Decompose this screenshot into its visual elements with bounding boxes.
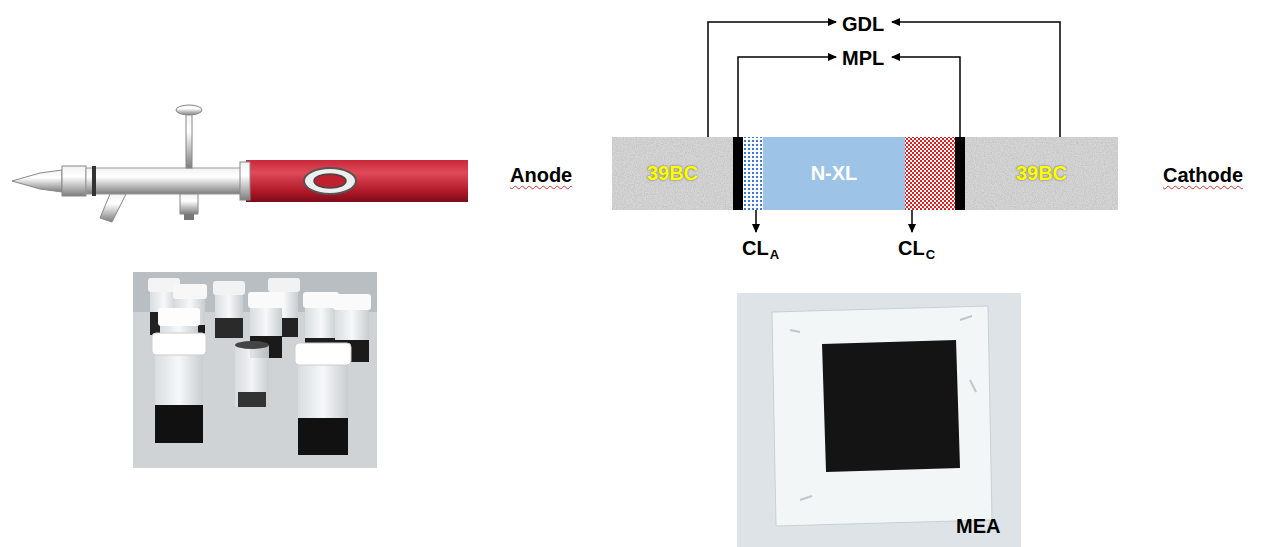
- layer-name: MPL: [842, 48, 884, 68]
- mea-photo: [737, 293, 1021, 547]
- airbrush-illustration: [12, 105, 468, 222]
- electrode-name: Cathode: [1163, 165, 1243, 185]
- mea-layer-schematic: [612, 137, 1118, 210]
- layer-name: GDL: [842, 14, 884, 34]
- layer-label: 39BC: [647, 162, 698, 185]
- ink-vials-photo: [133, 272, 377, 468]
- layer-label: 39BC: [1016, 162, 1067, 185]
- leader-arrows: [708, 22, 1060, 232]
- layer-band: 39BC: [612, 137, 733, 210]
- electrode-name: Anode: [510, 165, 572, 185]
- layer-subscript: A: [770, 248, 779, 261]
- photo-caption: MEA: [956, 516, 1000, 536]
- layer-subscript: C: [926, 248, 935, 261]
- layer-label: N-XL: [811, 162, 858, 185]
- layer-name: CL: [742, 238, 769, 258]
- layer-band: 39BC: [965, 137, 1118, 210]
- layer-band: N-XL: [763, 137, 905, 210]
- layer-name: CL: [898, 238, 925, 258]
